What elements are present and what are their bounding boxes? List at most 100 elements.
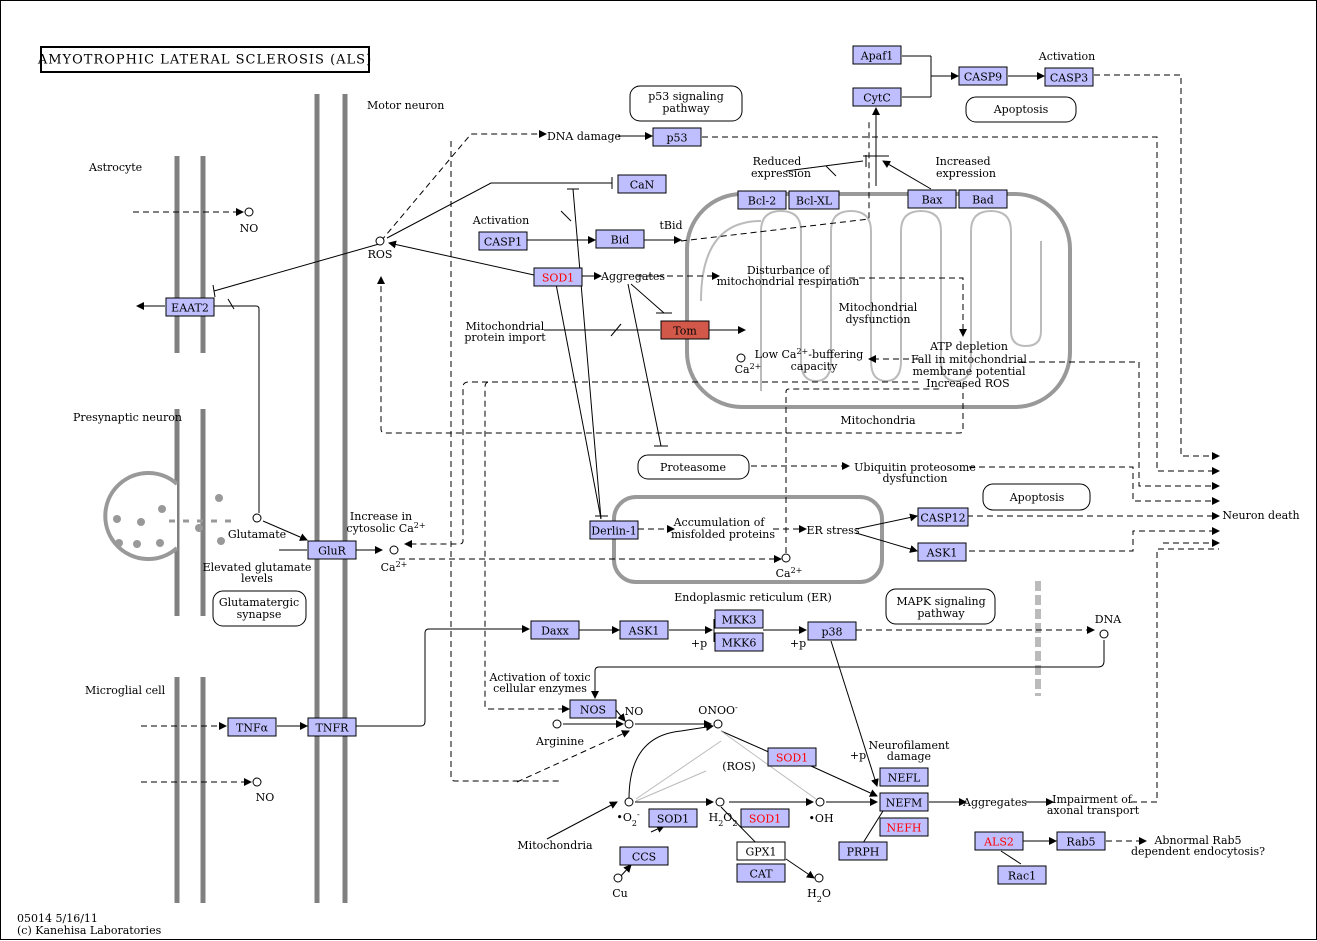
gene-box (958, 66, 1008, 86)
pathway-mapk[interactable]: MAPK signaling pathway (885, 588, 996, 625)
label-h2o2: H2O2 (709, 811, 738, 828)
label-activation-casp1: Activation (472, 214, 529, 227)
gene-bid[interactable]: Bid (595, 229, 645, 249)
gene-label: ASK1 (628, 625, 660, 638)
gene-box (807, 621, 857, 641)
gene-bclxl[interactable]: Bcl-XL (788, 190, 840, 210)
gene-box (917, 542, 967, 562)
label-abnormal-1: Abnormal Rab5 (1153, 834, 1241, 847)
gene-box (307, 717, 357, 737)
label-elev-1: Elevated glutamate (203, 561, 312, 574)
gene-box (530, 620, 580, 640)
gene-gpx1[interactable]: GPX1 (736, 841, 786, 861)
gene-label: CASP3 (1050, 72, 1088, 85)
gene-box (569, 699, 617, 719)
gene-box (652, 127, 702, 147)
label-presynaptic: Presynaptic neuron (73, 411, 182, 424)
gene-daxx[interactable]: Daxx (530, 620, 580, 640)
label-inc-cyto-1: Increase in (350, 510, 412, 523)
gene-cat[interactable]: CAT (736, 863, 786, 883)
gene-derlin1[interactable]: Derlin-1 (589, 520, 639, 540)
gene-label: SOD1 (776, 752, 808, 765)
gene-ask1-b[interactable]: ASK1 (619, 620, 669, 640)
label-reduced-expr-2: expression (751, 167, 811, 180)
gene-p38[interactable]: p38 (807, 621, 857, 641)
label-dist-2: mitochondrial respiration (717, 275, 860, 288)
gene-casp3[interactable]: CASP3 (1044, 67, 1094, 87)
gene-tnfr[interactable]: TNFR (307, 717, 357, 737)
gene-nefm[interactable]: NEFM (879, 792, 929, 812)
gene-casp1[interactable]: CASP1 (478, 231, 528, 251)
gene-bcl2[interactable]: Bcl-2 (737, 190, 787, 210)
gene-label: Bid (611, 234, 630, 247)
gene-rac1[interactable]: Rac1 (997, 865, 1047, 885)
label-mitochondria-bot: Mitochondria (517, 839, 593, 852)
gene-box (227, 717, 277, 737)
gene-glur[interactable]: GluR (307, 540, 357, 560)
pathway-apoptosis-bottom[interactable]: Apoptosis (982, 483, 1091, 511)
label-activation-top: Activation (1038, 50, 1095, 63)
gene-box (307, 540, 357, 560)
pathway-glutamatergic[interactable]: Glutamatergic synapse (212, 590, 307, 627)
gene-casp12[interactable]: CASP12 (917, 507, 969, 527)
label-dna-damage: DNA damage (547, 130, 621, 143)
label-tbid: tBid (659, 219, 682, 232)
label-no-top: NO (240, 222, 259, 235)
svg-text:Glutamatergic: Glutamatergic (219, 596, 299, 609)
gene-label: Bad (972, 194, 994, 207)
mitochondrion (685, 192, 1072, 409)
pathway-apoptosis-top[interactable]: Apoptosis (965, 96, 1077, 123)
gene-apaf1[interactable]: Apaf1 (852, 45, 902, 65)
gene-sod1-d[interactable]: SOD1 (740, 808, 790, 828)
gene-can[interactable]: CaN (617, 174, 667, 194)
gene-label: MKK6 (722, 637, 757, 650)
gene-label: Bax (922, 194, 944, 207)
label-low-ca: Low Ca2+-buffering (755, 347, 864, 362)
gene-box (974, 831, 1024, 851)
gene-box (767, 747, 817, 767)
gene-bad[interactable]: Bad (958, 189, 1008, 209)
gene-nos[interactable]: NOS (569, 699, 617, 719)
gene-sod1-c[interactable]: SOD1 (648, 808, 698, 828)
svg-text:MAPK signaling: MAPK signaling (896, 595, 985, 608)
gene-rab5[interactable]: Rab5 (1056, 831, 1106, 851)
gene-tnfa[interactable]: TNFα (227, 717, 277, 737)
gene-casp9[interactable]: CASP9 (958, 66, 1008, 86)
gene-label: CytC (863, 92, 890, 105)
gene-label: CAT (749, 868, 773, 881)
gene-box (1044, 67, 1094, 87)
gene-prph[interactable]: PRPH (838, 841, 888, 861)
label-increased-expr-2: expression (936, 167, 996, 180)
pathway-proteasome[interactable]: Proteasome (637, 454, 750, 480)
gene-nefh[interactable]: NEFH (879, 817, 929, 837)
gene-mkk6[interactable]: MKK6 (714, 632, 764, 652)
label-er: Endoplasmic reticulum (ER) (674, 591, 832, 604)
gene-nefl[interactable]: NEFL (879, 767, 929, 787)
gene-ccs[interactable]: CCS (619, 846, 669, 866)
pathway-p53[interactable]: p53 signaling pathway (629, 85, 743, 122)
gene-box (619, 846, 669, 866)
label-microglial: Microglial cell (85, 684, 166, 697)
gene-box (879, 817, 929, 837)
gene-bax[interactable]: Bax (907, 189, 957, 209)
gene-sod1-b[interactable]: SOD1 (767, 747, 817, 767)
gene-mkk3[interactable]: MKK3 (714, 609, 764, 629)
gene-cytc[interactable]: CytC (852, 87, 902, 107)
gene-label: TNFα (236, 722, 269, 735)
gene-als2[interactable]: ALS2 (974, 831, 1024, 851)
gene-label: NEFH (887, 822, 922, 835)
gene-box (478, 231, 528, 251)
label-no-bottom: NO (256, 791, 275, 804)
gene-box (589, 520, 639, 540)
gene-label: Rab5 (1066, 836, 1095, 849)
gene-eaat2[interactable]: EAAT2 (165, 297, 215, 317)
gene-p53[interactable]: p53 (652, 127, 702, 147)
synaptic-vesicle (103, 471, 231, 561)
label-inc-ros: Increased ROS (926, 377, 1009, 390)
gene-tom[interactable]: Tom (660, 320, 710, 340)
label-neurofil-2: damage (887, 750, 931, 763)
gene-box (997, 865, 1047, 885)
gene-box (617, 174, 667, 194)
gene-sod1-a[interactable]: SOD1 (533, 267, 583, 287)
gene-ask1-a[interactable]: ASK1 (917, 542, 967, 562)
